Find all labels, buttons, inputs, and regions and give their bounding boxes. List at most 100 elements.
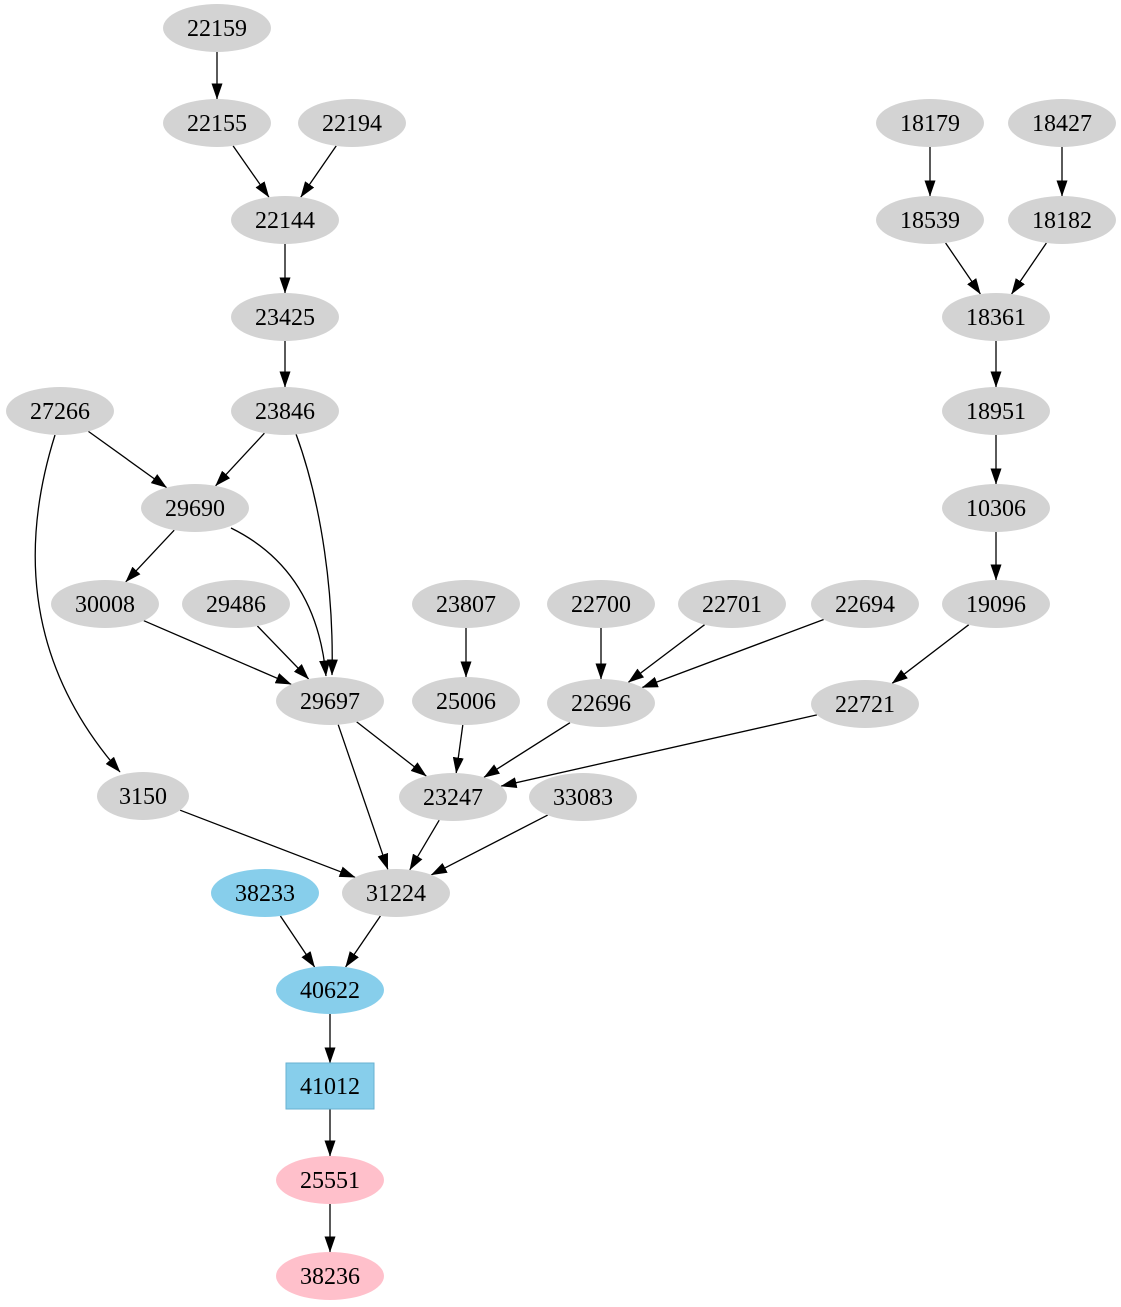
node-3150: 3150	[97, 772, 189, 820]
node-ellipse	[276, 677, 384, 725]
edge-3150-31224	[179, 809, 356, 878]
node-ellipse	[942, 387, 1050, 435]
edge-29690-29697	[230, 527, 331, 677]
node-label: 25006	[436, 689, 496, 715]
node-label: 3150	[119, 784, 167, 810]
edge-22701-22696	[628, 624, 705, 683]
node-label: 38233	[235, 881, 295, 907]
node-label: 18179	[900, 111, 960, 137]
node-ellipse	[811, 680, 919, 728]
node-label: 40622	[300, 978, 360, 1004]
node-23807: 23807	[412, 580, 520, 628]
node-22694: 22694	[811, 580, 919, 628]
node-ellipse	[276, 966, 384, 1014]
node-ellipse	[811, 580, 919, 628]
node-label: 22694	[835, 592, 895, 618]
edge-29486-29697	[256, 625, 310, 680]
node-label: 22696	[571, 691, 631, 717]
edge-29690-30008	[125, 529, 175, 583]
node-30008: 30008	[51, 580, 159, 628]
node-41012: 41012	[285, 1062, 375, 1110]
node-22155: 22155	[163, 99, 271, 147]
node-22700: 22700	[547, 580, 655, 628]
node-label: 18361	[966, 305, 1026, 331]
node-label: 18427	[1032, 111, 1092, 137]
node-23846: 23846	[231, 387, 339, 435]
edge-22194-22144	[300, 145, 337, 198]
node-ellipse	[529, 773, 637, 821]
edge-31224-40622	[345, 915, 381, 968]
node-label: 33083	[553, 785, 613, 811]
node-ellipse	[412, 580, 520, 628]
edge-30008-29697	[143, 620, 292, 685]
node-22144: 22144	[231, 196, 339, 244]
edge-19096-22721	[891, 624, 970, 684]
node-22159: 22159	[163, 4, 271, 52]
node-ellipse	[163, 99, 271, 147]
node-label: 22144	[255, 208, 315, 234]
node-18539: 18539	[876, 196, 984, 244]
node-22701: 22701	[678, 580, 786, 628]
node-23247: 23247	[399, 773, 507, 821]
node-ellipse	[298, 99, 406, 147]
node-ellipse	[231, 293, 339, 341]
node-40622: 40622	[276, 966, 384, 1014]
edge-27266-29690	[88, 430, 168, 489]
node-18179: 18179	[876, 99, 984, 147]
edge-25006-23247	[452, 724, 464, 774]
node-ellipse	[412, 677, 520, 725]
node-18182: 18182	[1008, 196, 1116, 244]
node-box	[285, 1062, 375, 1110]
node-label: 23247	[423, 785, 483, 811]
edge-18539-18361	[945, 242, 981, 295]
node-ellipse	[51, 580, 159, 628]
node-label: 41012	[300, 1074, 360, 1100]
edge-33083-31224	[430, 814, 548, 876]
node-25006: 25006	[412, 677, 520, 725]
node-27266: 27266	[6, 387, 114, 435]
node-ellipse	[876, 196, 984, 244]
edge-18182-18361	[1011, 242, 1047, 295]
node-label: 18182	[1032, 208, 1092, 234]
node-23425: 23425	[231, 293, 339, 341]
node-33083: 33083	[529, 773, 637, 821]
node-ellipse	[547, 679, 655, 727]
node-label: 10306	[966, 496, 1026, 522]
node-ellipse	[1008, 196, 1116, 244]
node-25551: 25551	[276, 1156, 384, 1204]
edge-22721-23247	[500, 714, 818, 789]
edge-29697-31224	[337, 724, 389, 870]
edge-27266-3150	[34, 434, 121, 773]
node-10306: 10306	[942, 484, 1050, 532]
edge-layer	[34, 52, 1068, 1253]
node-18361: 18361	[942, 293, 1050, 341]
node-label: 22721	[835, 692, 895, 718]
node-ellipse	[141, 484, 249, 532]
node-label: 18539	[900, 208, 960, 234]
node-29697: 29697	[276, 677, 384, 725]
node-ellipse	[942, 293, 1050, 341]
node-ellipse	[276, 1156, 384, 1204]
node-22696: 22696	[547, 679, 655, 727]
node-label: 22159	[187, 16, 247, 42]
node-ellipse	[547, 580, 655, 628]
node-38233: 38233	[211, 869, 319, 917]
node-label: 29690	[165, 496, 225, 522]
node-ellipse	[942, 484, 1050, 532]
node-ellipse	[231, 387, 339, 435]
node-label: 19096	[966, 592, 1026, 618]
node-31224: 31224	[342, 869, 450, 917]
node-ellipse	[342, 869, 450, 917]
edge-23247-31224	[409, 819, 440, 871]
edge-22694-22696	[641, 618, 824, 689]
node-ellipse	[6, 387, 114, 435]
node-ellipse	[276, 1252, 384, 1300]
node-label: 22701	[702, 592, 762, 618]
node-ellipse	[1008, 99, 1116, 147]
node-label: 18951	[966, 399, 1026, 425]
node-label: 23807	[436, 592, 496, 618]
node-label: 29697	[300, 689, 360, 715]
edge-23846-29690	[215, 432, 265, 487]
